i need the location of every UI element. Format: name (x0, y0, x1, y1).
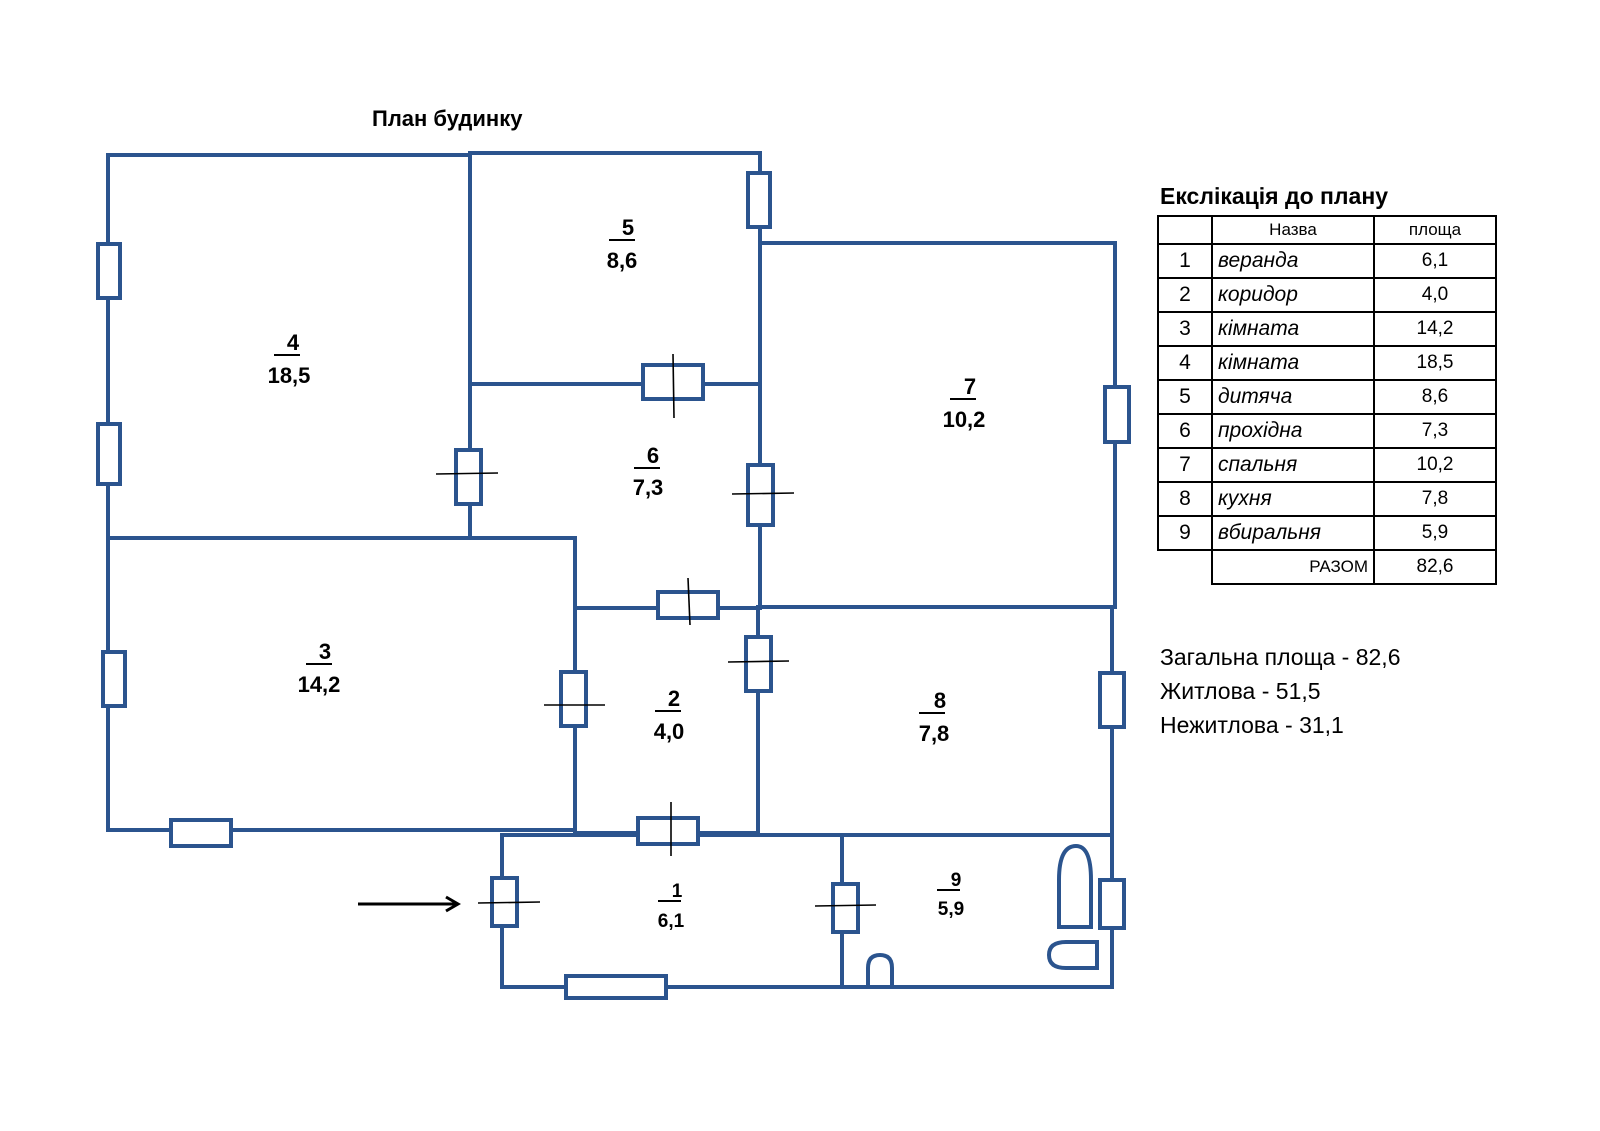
room-label-6: 67,3 (633, 443, 664, 500)
window (96, 422, 122, 486)
room-label-4: 418,5 (268, 330, 311, 388)
svg-text:2: 2 (668, 686, 680, 711)
total-area: 82,6 (1373, 549, 1497, 585)
header-area: площа (1373, 215, 1497, 245)
wall-room-3 (106, 536, 577, 832)
table-total-row: РАЗОМ 82,6 (1158, 549, 1497, 585)
room-label-8: 87,8 (919, 688, 950, 746)
door-6-7[interactable] (746, 463, 775, 527)
window (564, 974, 668, 1000)
svg-text:7: 7 (964, 374, 976, 399)
room-label-3: 314,2 (298, 639, 341, 697)
window (101, 650, 127, 708)
svg-text:5: 5 (622, 215, 634, 240)
room-label-5: 58,6 (607, 215, 638, 273)
bathtub-icon (1057, 843, 1093, 929)
svg-text:18,5: 18,5 (268, 363, 311, 388)
room-label-1: 16,1 (658, 881, 685, 932)
svg-text:5,9: 5,9 (938, 899, 964, 920)
wall-room-7 (758, 241, 1117, 609)
walls (106, 151, 1117, 989)
window (169, 818, 233, 848)
header-num (1157, 215, 1213, 245)
svg-text:8,6: 8,6 (607, 248, 638, 273)
svg-text:4: 4 (287, 330, 300, 355)
door-2-1[interactable] (636, 816, 700, 846)
svg-text:4,0: 4,0 (654, 719, 685, 744)
svg-text:14,2: 14,2 (298, 672, 341, 697)
room-labels: 418,5 58,6 67,3 710,2 314,2 24,0 87,8 16… (268, 215, 986, 932)
room-label-2: 24,0 (654, 686, 685, 744)
windows (96, 171, 1131, 1000)
plan-title: План будинку (372, 106, 523, 131)
summary-total: Загальна площа - 82,6 (1160, 644, 1401, 670)
header-name: Назва (1211, 215, 1375, 245)
summary-nonliving: Нежитлова - 31,1 (1160, 712, 1344, 738)
window (96, 242, 122, 300)
bathroom-fixtures (866, 843, 1099, 985)
window (746, 171, 772, 229)
door-1-9[interactable] (831, 882, 860, 934)
total-label: РАЗОМ (1211, 549, 1375, 585)
svg-text:6: 6 (647, 443, 659, 468)
door-6-2[interactable] (656, 590, 720, 620)
sink-icon (866, 952, 894, 985)
svg-text:8: 8 (934, 688, 946, 713)
window (1103, 385, 1131, 444)
window (1098, 671, 1126, 729)
svg-text:1: 1 (672, 881, 683, 902)
svg-text:7,3: 7,3 (633, 475, 664, 500)
explication-title: Екслікація до плану (1160, 183, 1389, 209)
svg-text:6,1: 6,1 (658, 911, 685, 932)
doors[interactable] (435, 353, 877, 934)
door-4-6[interactable] (454, 448, 483, 506)
svg-text:3: 3 (319, 639, 331, 664)
toilet-icon (1046, 940, 1099, 970)
summary-living: Житлова - 51,5 (1160, 678, 1321, 704)
room-label-7: 710,2 (943, 374, 986, 432)
svg-text:9: 9 (951, 870, 962, 891)
area-summary: Загальна площа - 82,6 Житлова - 51,5 Неж… (1160, 640, 1401, 742)
door-3-2[interactable] (559, 670, 588, 728)
svg-text:10,2: 10,2 (943, 407, 986, 432)
window (1098, 878, 1126, 930)
arrow-right-icon (358, 895, 461, 913)
door-2-8[interactable] (744, 635, 773, 693)
table-header: Назва площа (1157, 215, 1497, 245)
room-label-9: 95,9 (937, 870, 964, 920)
svg-text:7,8: 7,8 (919, 721, 950, 746)
